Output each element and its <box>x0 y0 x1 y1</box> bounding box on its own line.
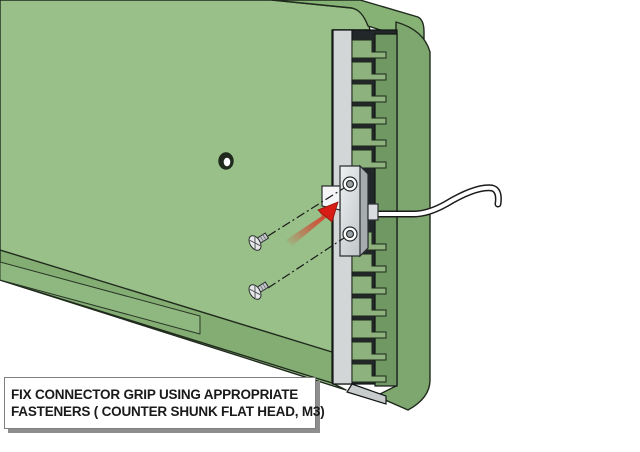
terminal-pin <box>351 319 387 339</box>
screw-upper <box>248 232 270 251</box>
terminal-pin <box>351 363 387 383</box>
terminal-pin <box>351 341 387 361</box>
terminal-pin <box>351 105 387 125</box>
enclosure-top-rim <box>271 0 425 45</box>
terminal-pin <box>351 61 387 81</box>
enclosure <box>0 0 431 411</box>
terminal-pin <box>351 253 387 273</box>
screw-lower <box>248 281 270 300</box>
instruction-line-1: FIX CONNECTOR GRIP USING APPROPRIATE <box>11 387 299 402</box>
terminal-pins-upper <box>351 39 387 169</box>
label-recess <box>0 261 201 335</box>
terminal-pin <box>351 297 387 317</box>
screw-icon <box>248 232 270 300</box>
terminal-pin <box>351 83 387 103</box>
connector-grip <box>321 164 379 258</box>
terminal-connector <box>332 29 398 405</box>
terminal-pin <box>351 127 387 147</box>
terminal-pin <box>351 275 387 295</box>
terminal-pin <box>351 39 387 59</box>
instruction-line-2: FASTENERS ( COUNTER SHUNK FLAT HEAD, M3) <box>11 404 325 419</box>
terminal-pins-lower <box>351 231 387 383</box>
instruction-callout: FIX CONNECTOR GRIP USING APPROPRIATE FAS… <box>4 377 325 429</box>
arrow-icon <box>286 201 339 246</box>
center-lines <box>267 187 345 289</box>
